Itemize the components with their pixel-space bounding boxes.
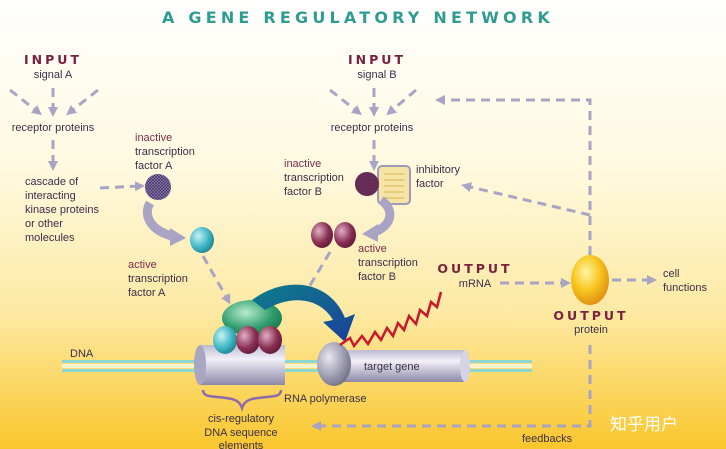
target-gene-label: target gene bbox=[364, 361, 420, 373]
svg-text:active: active bbox=[358, 243, 387, 255]
cascade-label: cascade of interacting kinase proteins o… bbox=[25, 176, 99, 244]
active-factor-b-label: active transcription factor B bbox=[358, 243, 418, 283]
factor-a-to-dna-arrow bbox=[201, 255, 231, 305]
activation-arrow bbox=[252, 284, 355, 342]
feedback-arrows bbox=[311, 95, 592, 431]
rna-polymerase-label: RNA polymerase bbox=[284, 393, 367, 405]
feedbacks-label: feedbacks bbox=[522, 433, 573, 445]
inhibitory-factor-label: inhibitory factor bbox=[416, 164, 461, 190]
output-protein-label: protein bbox=[574, 324, 608, 336]
output-protein-heading: OUTPUT bbox=[553, 308, 628, 323]
svg-text:interacting: interacting bbox=[25, 190, 76, 202]
dna-strand bbox=[62, 360, 532, 372]
input-b-signal-label: signal B bbox=[357, 69, 396, 81]
svg-text:transcription: transcription bbox=[135, 146, 195, 158]
active-factor-b-molecule bbox=[311, 222, 356, 248]
svg-text:cis-regulatory: cis-regulatory bbox=[208, 413, 275, 425]
svg-text:elements: elements bbox=[219, 440, 264, 449]
svg-text:inhibitory: inhibitory bbox=[416, 164, 461, 176]
svg-text:factor: factor bbox=[416, 178, 444, 190]
activation-b-curve bbox=[372, 196, 395, 237]
cell-functions-label: cell functions bbox=[663, 268, 708, 294]
watermark: 知乎用户 bbox=[610, 415, 678, 435]
output-protein-molecule bbox=[571, 255, 609, 305]
svg-text:active: active bbox=[128, 259, 157, 271]
cis-regulatory-label: cis-regulatory DNA sequence elements bbox=[204, 413, 277, 449]
active-factor-a-molecule bbox=[190, 227, 214, 253]
dna-label: DNA bbox=[70, 348, 94, 360]
svg-text:transcription: transcription bbox=[128, 273, 188, 285]
transcription-complex bbox=[213, 300, 282, 354]
svg-text:or other: or other bbox=[25, 218, 63, 230]
svg-text:kinase proteins: kinase proteins bbox=[25, 204, 99, 216]
svg-text:inactive: inactive bbox=[135, 132, 172, 144]
cascade-to-factor-a-arrow bbox=[99, 181, 145, 192]
receptor-proteins-a-label: receptor proteins bbox=[12, 122, 95, 134]
output-mrna-heading: OUTPUT bbox=[437, 261, 512, 276]
input-a-heading: INPUT bbox=[24, 52, 82, 67]
svg-text:cascade of: cascade of bbox=[25, 176, 79, 188]
svg-text:functions: functions bbox=[663, 282, 708, 294]
rna-polymerase-molecule bbox=[317, 342, 351, 386]
svg-text:factor B: factor B bbox=[284, 186, 322, 198]
active-factor-a-label: active transcription factor A bbox=[128, 259, 188, 299]
svg-text:factor A: factor A bbox=[128, 287, 166, 299]
svg-text:factor B: factor B bbox=[358, 271, 396, 283]
inactive-factor-b-label: inactive transcription factor B bbox=[284, 158, 344, 198]
input-a-signal-label: signal A bbox=[34, 69, 73, 81]
factor-b-to-dna-arrow bbox=[303, 251, 332, 297]
svg-text:transcription: transcription bbox=[358, 257, 418, 269]
input-b-arrows bbox=[329, 88, 417, 117]
target-gene-cylinder bbox=[330, 350, 465, 382]
receptor-proteins-b-label: receptor proteins bbox=[331, 122, 414, 134]
input-a-arrows bbox=[9, 88, 99, 117]
output-mrna-label: mRNA bbox=[459, 278, 492, 290]
svg-text:transcription: transcription bbox=[284, 172, 344, 184]
mrna-strand bbox=[339, 291, 443, 349]
inactive-factor-a-label: inactive transcription factor A bbox=[135, 132, 195, 172]
cis-regulatory-brace bbox=[201, 389, 283, 412]
diagram-title: A GENE REGULATORY NETWORK bbox=[162, 8, 554, 27]
svg-text:factor A: factor A bbox=[135, 160, 173, 172]
input-b-heading: INPUT bbox=[348, 52, 406, 67]
svg-text:DNA sequence: DNA sequence bbox=[204, 427, 277, 439]
svg-text:molecules: molecules bbox=[25, 232, 75, 244]
svg-text:cell: cell bbox=[663, 268, 680, 280]
svg-text:inactive: inactive bbox=[284, 158, 321, 170]
activation-a-curve bbox=[142, 200, 174, 241]
